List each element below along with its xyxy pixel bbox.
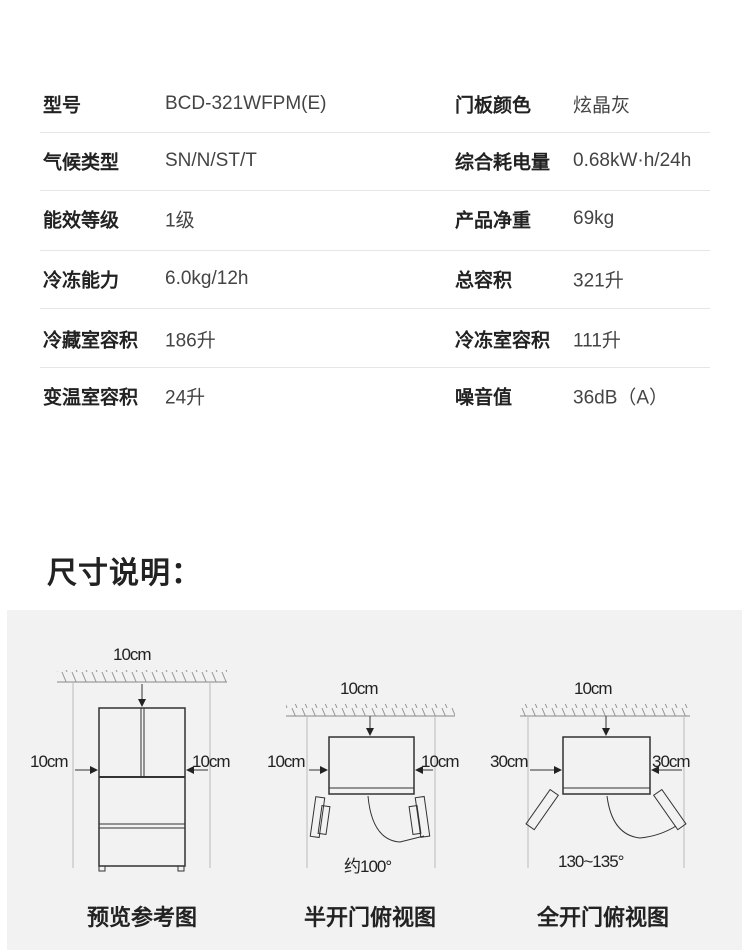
spec-value: 0.68kW·h/24h xyxy=(573,150,692,171)
section-title: 尺寸说明： xyxy=(47,557,202,590)
dimension-panel xyxy=(7,610,742,950)
spec-label: 噪音值 xyxy=(455,387,513,409)
spec-value: SN/N/ST/T xyxy=(165,150,257,171)
spec-value: 炫晶灰 xyxy=(573,95,631,117)
door-angle-label: 约100° xyxy=(344,857,392,876)
spec-label: 冷冻能力 xyxy=(43,270,120,292)
spec-label: 型号 xyxy=(43,95,82,117)
right-clearance-label: 30cm xyxy=(652,752,691,771)
spec-value: 36dB（A） xyxy=(573,387,669,409)
left-clearance-label: 10cm xyxy=(30,752,69,771)
spec-value: 69kg xyxy=(573,208,615,229)
diagram-caption: 全开门俯视图 xyxy=(536,905,670,930)
spec-value: BCD-321WFPM(E) xyxy=(165,93,327,114)
right-clearance-label: 10cm xyxy=(192,752,231,771)
right-clearance-label: 10cm xyxy=(421,752,460,771)
divider xyxy=(40,250,710,251)
spec-label: 变温室容积 xyxy=(43,387,139,409)
spec-row: 能效等级 1级 产品净重 69kg xyxy=(40,190,710,248)
spec-label: 能效等级 xyxy=(43,210,120,232)
left-clearance-label: 10cm xyxy=(267,752,306,771)
spec-label: 气候类型 xyxy=(43,152,120,174)
divider xyxy=(40,308,710,309)
diagram-caption: 半开门俯视图 xyxy=(303,905,437,930)
spec-label: 门板颜色 xyxy=(455,95,532,117)
spec-row: 气候类型 SN/N/ST/T 综合耗电量 0.68kW·h/24h xyxy=(40,132,710,190)
spec-row: 冷冻能力 6.0kg/12h 总容积 321升 xyxy=(40,250,710,308)
spec-row: 型号 BCD-321WFPM(E) 门板颜色 炫晶灰 xyxy=(40,75,710,133)
full-open-diagram xyxy=(520,704,690,868)
spec-value: 24升 xyxy=(165,387,206,409)
top-clearance-label: 10cm xyxy=(113,645,152,664)
preview-fridge-diagram xyxy=(57,670,227,872)
spec-label: 冷冻室容积 xyxy=(455,330,551,352)
spec-value: 111升 xyxy=(573,330,621,352)
spec-row: 冷藏室容积 186升 冷冻室容积 111升 xyxy=(40,310,710,368)
spec-label: 总容积 xyxy=(455,270,513,292)
spec-label: 综合耗电量 xyxy=(455,152,551,174)
top-clearance-label: 10cm xyxy=(574,679,613,698)
spec-label: 产品净重 xyxy=(455,210,532,232)
spec-value: 186升 xyxy=(165,330,216,352)
left-clearance-label: 30cm xyxy=(490,752,529,771)
diagram-caption: 预览参考图 xyxy=(86,905,198,930)
door-angle-label: 130~135° xyxy=(558,852,624,871)
spec-value: 321升 xyxy=(573,270,624,292)
top-clearance-label: 10cm xyxy=(340,679,379,698)
divider xyxy=(40,132,710,133)
half-open-diagram xyxy=(286,704,455,868)
spec-label: 冷藏室容积 xyxy=(43,330,139,352)
divider xyxy=(40,190,710,191)
spec-value: 1级 xyxy=(165,210,195,232)
spec-row: 变温室容积 24升 噪音值 36dB（A） xyxy=(40,367,710,425)
spec-value: 6.0kg/12h xyxy=(165,268,249,289)
divider xyxy=(40,367,710,368)
